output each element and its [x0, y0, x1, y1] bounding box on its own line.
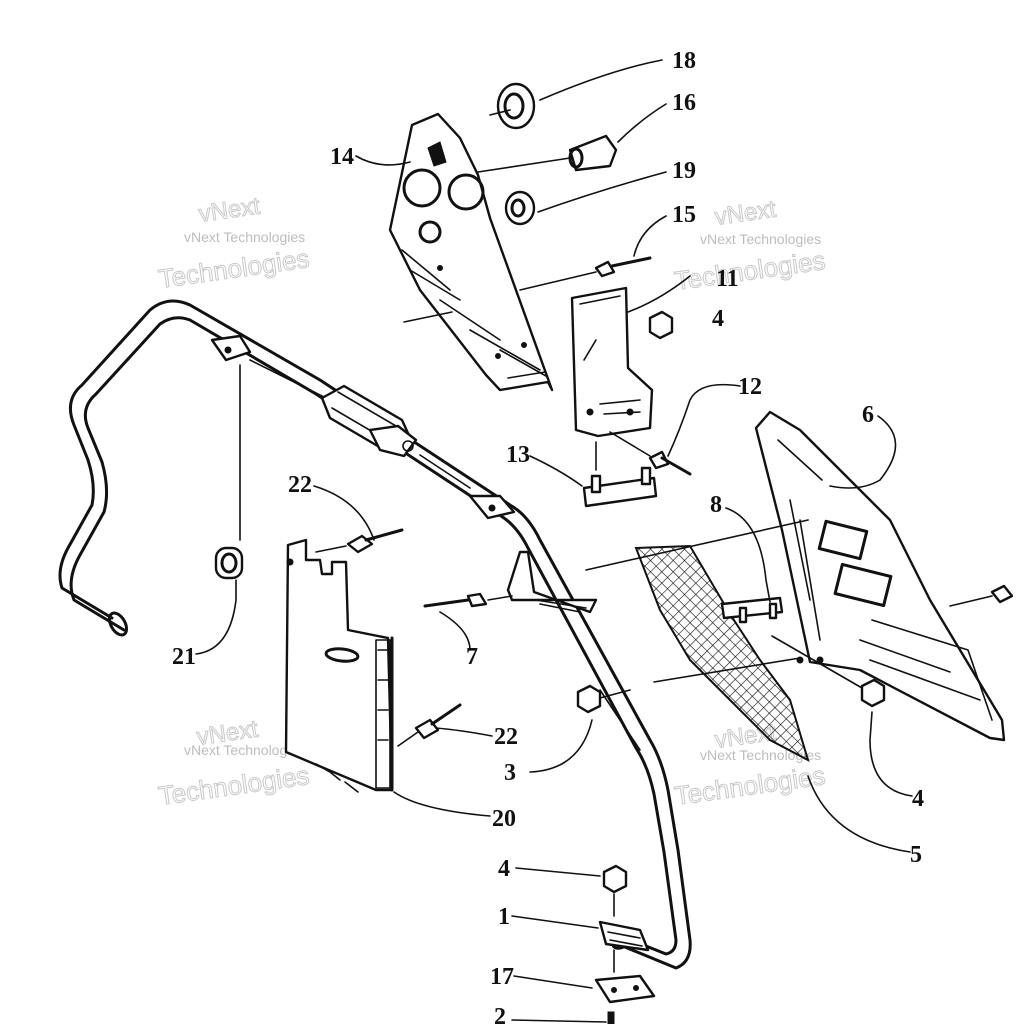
- side-plate-14: [388, 112, 554, 392]
- callout-13: 13: [506, 442, 530, 468]
- callout-18: 18: [672, 48, 696, 74]
- bolt-22-top: [315, 528, 404, 554]
- callout-4-bottom: 4: [498, 856, 510, 882]
- nut-3: [576, 684, 631, 714]
- callout-15: 15: [672, 202, 696, 228]
- callout-19: 19: [672, 158, 696, 184]
- callout-12: 12: [738, 374, 762, 400]
- svg-text:Technologies: Technologies: [673, 760, 827, 811]
- bushing-16: [477, 134, 618, 173]
- leader-lines: [195, 59, 913, 1023]
- nut-4-right: [771, 635, 886, 708]
- callout-3: 3: [504, 760, 516, 786]
- callout-5: 5: [910, 842, 922, 868]
- grommet-18: [489, 82, 536, 130]
- svg-text:vNext: vNext: [197, 193, 262, 228]
- grommet-19: [504, 190, 536, 226]
- gusset-bracket: [423, 550, 598, 614]
- screen-mesh-5: [585, 519, 810, 762]
- bolt-right: [949, 584, 1014, 607]
- svg-text:vNext Technologies: vNext Technologies: [184, 229, 305, 245]
- callout-22-top: 22: [288, 472, 312, 498]
- nut-4-bottom: [602, 864, 628, 917]
- watermark-top-left: vNext vNext Technologies Technologies: [156, 192, 311, 294]
- callout-2: 2: [494, 1004, 506, 1024]
- side-plate-6: [754, 410, 1006, 742]
- svg-text:Technologies: Technologies: [157, 243, 311, 294]
- bracket-11: [570, 286, 654, 438]
- callout-16: 16: [672, 90, 696, 116]
- pin-15: [519, 256, 652, 291]
- svg-text:Technologies: Technologies: [673, 245, 827, 296]
- watermark-bottom-right: vNext vNext Technologies Technologies: [672, 718, 827, 811]
- callout-1: 1: [498, 904, 510, 930]
- bracket-1-tab: [598, 920, 650, 973]
- bolt-12: [609, 431, 692, 476]
- callout-4-right: 4: [912, 786, 924, 812]
- nut-4-top: [648, 310, 674, 340]
- bolt-22-bottom: [397, 703, 462, 747]
- svg-text:vNext: vNext: [713, 196, 778, 231]
- callout-8: 8: [710, 492, 722, 518]
- callout-14: 14: [330, 144, 354, 170]
- hitch-coupler: [320, 384, 418, 458]
- svg-text:Technologies: Technologies: [157, 760, 311, 811]
- callout-21: 21: [172, 644, 196, 670]
- mount-plate-20: [284, 538, 394, 793]
- callout-7: 7: [466, 644, 478, 670]
- callout-labels: 18 16 14 19 15 11 4 12 6 13 8 22 21 7 3 …: [172, 48, 924, 1024]
- bumper-tube: [58, 299, 692, 970]
- callout-6: 6: [862, 402, 874, 428]
- callout-11: 11: [716, 266, 739, 292]
- plate-13: [582, 441, 658, 508]
- bracket-8: [720, 596, 784, 624]
- callout-22-bottom: 22: [494, 724, 518, 750]
- bushing-21: [214, 364, 244, 580]
- callout-17: 17: [490, 964, 514, 990]
- plate-17: [594, 974, 656, 1004]
- svg-text:vNext Technologies: vNext Technologies: [700, 231, 821, 247]
- screw-2: [607, 1011, 615, 1024]
- svg-text:vNext Technologies: vNext Technologies: [184, 742, 305, 758]
- callout-20: 20: [492, 806, 516, 832]
- callout-4-top: 4: [712, 306, 724, 332]
